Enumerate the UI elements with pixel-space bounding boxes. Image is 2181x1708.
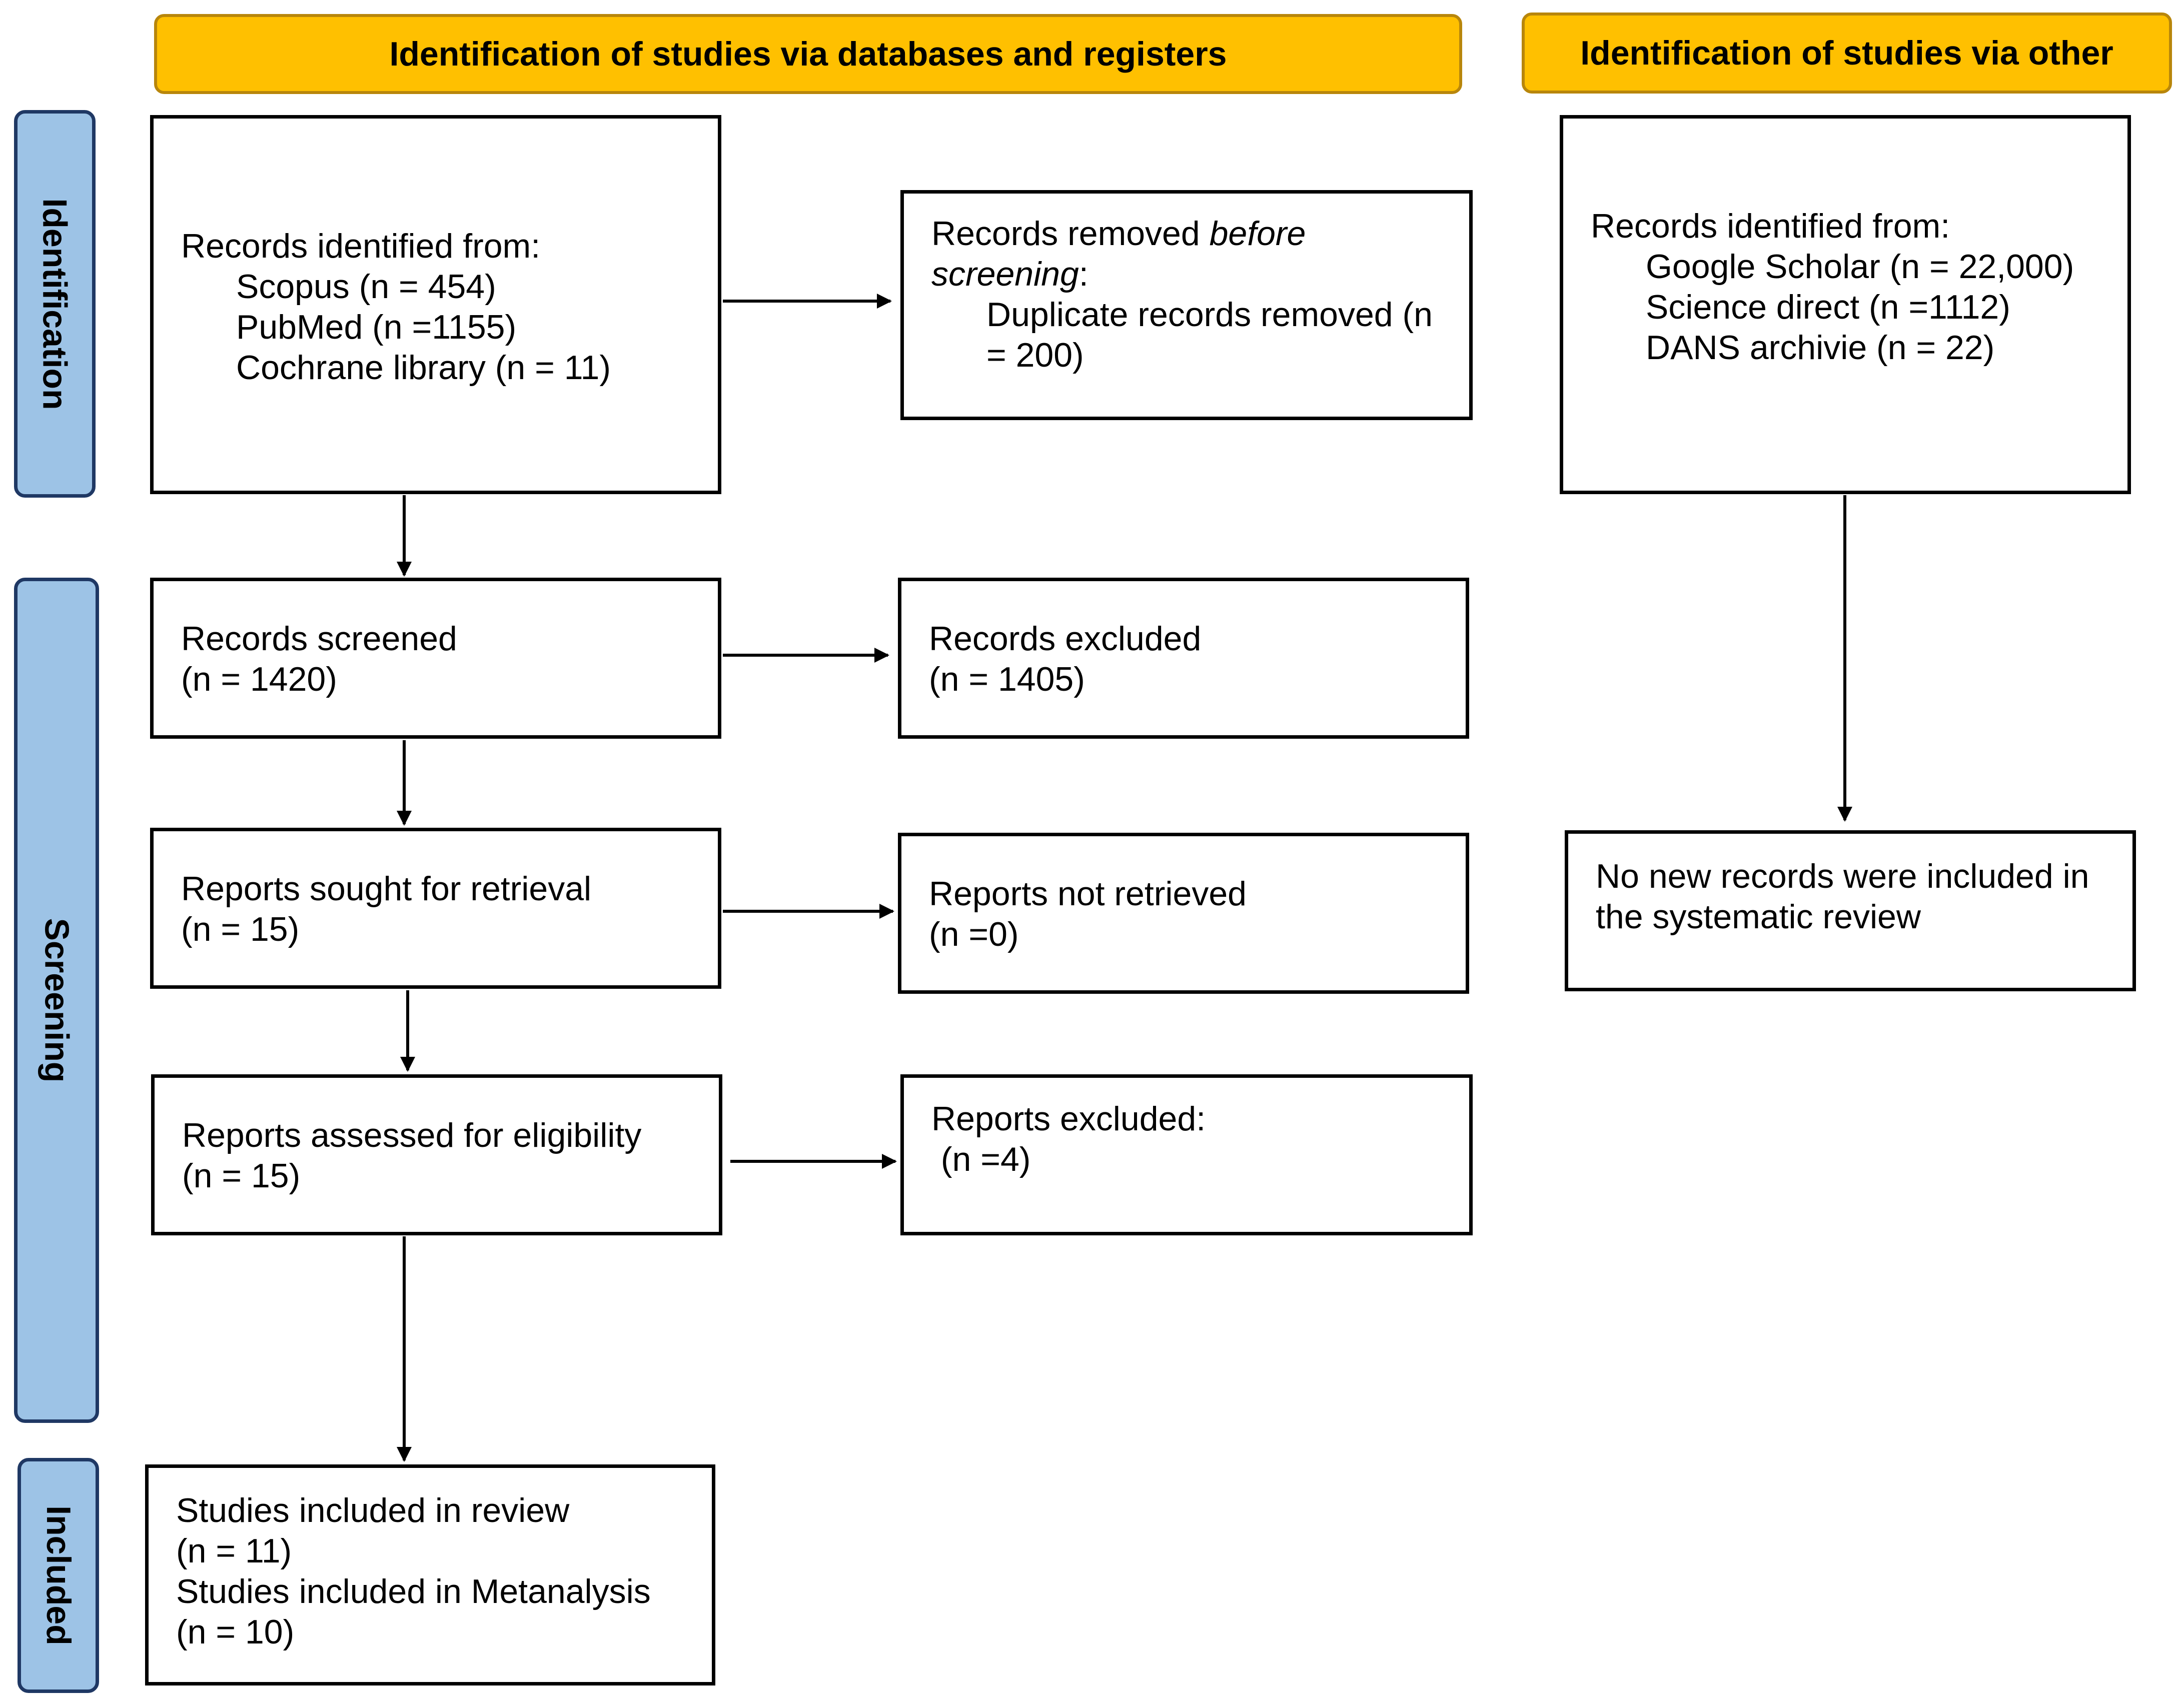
records-removed-heading-colon: : bbox=[1078, 255, 1088, 293]
records-screened-label: Records screened bbox=[181, 620, 457, 658]
reports-assessed-box: Reports assessed for eligibility (n = 15… bbox=[151, 1074, 722, 1235]
duplicates-removed-line2: = 200) bbox=[986, 336, 1084, 374]
source-google-scholar: Google Scholar (n = 22,000) bbox=[1646, 248, 2074, 286]
duplicates-removed-line1: Duplicate records removed (n bbox=[986, 296, 1433, 334]
records-screened-count: (n = 1420) bbox=[181, 660, 337, 698]
source-scopus: Scopus (n = 454) bbox=[236, 268, 496, 306]
phase-screening: Screening bbox=[14, 578, 99, 1423]
records-removed-heading-screening: screening bbox=[931, 255, 1079, 293]
no-new-records-line1: No new records were included in bbox=[1596, 857, 2089, 895]
records-removed-heading-before: before bbox=[1209, 215, 1306, 253]
reports-not-retrieved-label: Reports not retrieved bbox=[929, 875, 1247, 913]
header-other-text: Identification of studies via other bbox=[1580, 34, 2113, 72]
phase-included: Included bbox=[18, 1458, 99, 1693]
reports-sought-label: Reports sought for retrieval bbox=[181, 870, 592, 908]
no-new-records-line2: the systematic review bbox=[1596, 898, 1921, 936]
records-screened-box: Records screened (n = 1420) bbox=[150, 578, 721, 739]
header-databases-registers: Identification of studies via databases … bbox=[154, 14, 1462, 94]
studies-included-box: Studies included in review (n = 11) Stud… bbox=[145, 1464, 715, 1685]
records-excluded-label: Records excluded bbox=[929, 620, 1202, 658]
reports-excluded-label: Reports excluded: bbox=[931, 1100, 1206, 1138]
phase-identification: Identification bbox=[14, 110, 96, 498]
records-identified-heading: Records identified from: bbox=[181, 227, 541, 265]
header-other-sources: Identification of studies via other bbox=[1522, 13, 2172, 94]
reports-assessed-count: (n = 15) bbox=[182, 1157, 301, 1195]
studies-included-review-label: Studies included in review bbox=[176, 1491, 570, 1529]
source-science-direct: Science direct (n =1112) bbox=[1646, 288, 2010, 326]
no-new-records-box: No new records were included in the syst… bbox=[1565, 830, 2136, 991]
reports-not-retrieved-count: (n =0) bbox=[929, 915, 1019, 953]
header-databases-text: Identification of studies via databases … bbox=[389, 35, 1227, 73]
studies-included-review-count: (n = 11) bbox=[176, 1532, 292, 1570]
source-dans-archive: DANS archivie (n = 22) bbox=[1646, 329, 1995, 367]
reports-assessed-label: Reports assessed for eligibility bbox=[182, 1116, 642, 1154]
records-excluded-count: (n = 1405) bbox=[929, 660, 1085, 698]
records-excluded-box: Records excluded (n = 1405) bbox=[898, 578, 1469, 739]
records-identified-box: Records identified from: Scopus (n = 454… bbox=[150, 115, 721, 494]
source-pubmed: PubMed (n =1155) bbox=[236, 308, 517, 346]
reports-excluded-box: Reports excluded: (n =4) bbox=[900, 1074, 1473, 1235]
reports-not-retrieved-box: Reports not retrieved (n =0) bbox=[898, 833, 1469, 994]
other-identified-heading: Records identified from: bbox=[1591, 207, 1950, 245]
studies-included-meta-label: Studies included in Metanalysis bbox=[176, 1572, 651, 1610]
records-removed-heading-pre: Records removed bbox=[931, 215, 1210, 253]
reports-excluded-count: (n =4) bbox=[931, 1140, 1031, 1178]
reports-sought-box: Reports sought for retrieval (n = 15) bbox=[150, 828, 721, 989]
reports-sought-count: (n = 15) bbox=[181, 910, 300, 948]
other-identified-box: Records identified from: Google Scholar … bbox=[1560, 115, 2131, 494]
records-removed-box: Records removed before screening: Duplic… bbox=[900, 190, 1473, 420]
source-cochrane: Cochrane library (n = 11) bbox=[236, 349, 611, 387]
studies-included-meta-count: (n = 10) bbox=[176, 1613, 295, 1651]
